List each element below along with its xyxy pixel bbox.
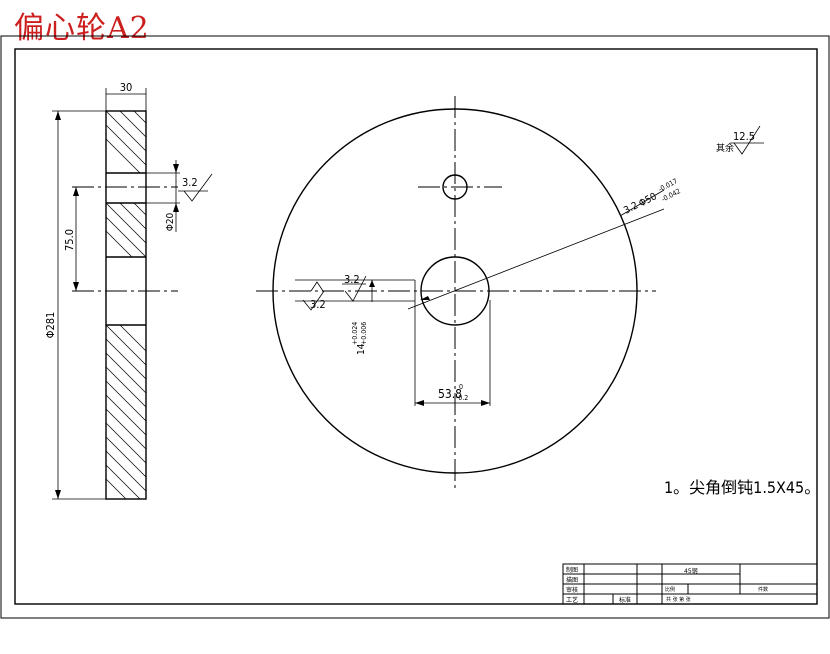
svg-text:0: 0	[459, 383, 463, 391]
svg-text:工艺: 工艺	[566, 596, 578, 604]
svg-text:描图: 描图	[566, 576, 578, 584]
svg-text:审核: 审核	[566, 586, 578, 594]
front-view: 53.8 0 -0.2 14 +0.024 +0.006 3.2 3.2 3.2…	[256, 96, 764, 492]
svg-text:+0.006: +0.006	[360, 322, 368, 345]
title-block: 制图 描图 审核 工艺 标准 45钢 比例 件数 共 张 第 张	[562, 563, 818, 605]
material-cell: 45钢	[684, 567, 698, 575]
svg-text:制图: 制图	[566, 566, 578, 574]
keyway-roughness-top: 3.2	[344, 273, 360, 286]
svg-text:比例: 比例	[665, 586, 675, 593]
drawing-title: 偏心轮A2	[14, 11, 150, 46]
inner-border	[14, 48, 818, 605]
side-offset-dim: 75.0	[63, 229, 76, 251]
svg-text:件数: 件数	[758, 586, 768, 593]
side-section-view: 30 Φ281 75.0 Φ20 3.2	[44, 81, 213, 500]
side-hole-roughness: 3.2	[182, 176, 198, 189]
roughness-other-label: 其余	[716, 142, 734, 154]
outer-roughness: 3.2	[622, 200, 640, 216]
svg-text:标准: 标准	[619, 596, 631, 604]
side-diameter-dim: Φ281	[44, 312, 57, 339]
wheel-profile	[105, 110, 147, 500]
keyway-roughness-left: 3.2	[310, 298, 326, 311]
svg-text:共 张 第 张: 共 张 第 张	[666, 596, 691, 603]
outer-border	[0, 35, 830, 619]
section-hatching	[106, 111, 146, 499]
outer-diameter-dim: Φ50	[637, 191, 659, 210]
svg-text:+0.024: +0.024	[351, 322, 359, 345]
technical-note: 1。尖角倒钝1.5X45。	[664, 478, 820, 497]
side-hole-dim: Φ20	[165, 212, 176, 231]
svg-text:-0.2: -0.2	[456, 394, 468, 402]
front-width-dim: 53.8	[438, 387, 462, 401]
side-width-dim: 30	[120, 81, 133, 94]
roughness-other-value: 12.5	[733, 130, 755, 143]
keyway-depth-dim: 14	[356, 343, 367, 355]
